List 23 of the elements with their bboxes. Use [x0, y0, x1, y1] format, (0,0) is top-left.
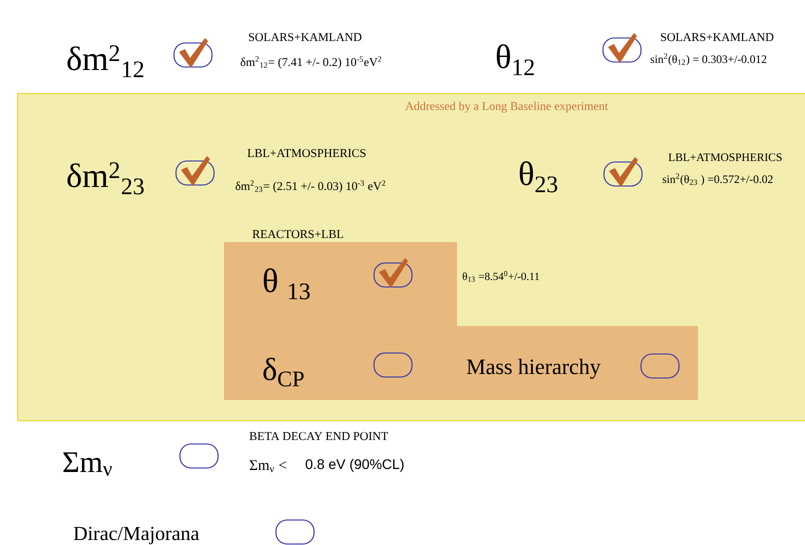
measured-value: δm$^{2}$$_{12}$= (7.41 +/- 0.2) 10$^{-5}$eV$^{2}$ [240, 56, 382, 69]
measurement-source: LBL+ATMOSPHERICS [248, 149, 366, 158]
parameter-symbol: Σm$_{ν}$ [63, 452, 112, 476]
parameter-symbol: δ$_{CP}$ [263, 358, 304, 386]
parameter-symbol: δm$^{2}$12 [68, 45, 144, 78]
parameter-symbol: θ$_{23}$ [520, 161, 558, 192]
measurement-source: LBL+ATMOSPHERICS [668, 153, 782, 162]
measurement-source: SOLARS+KAMLAND [249, 33, 362, 42]
measured-value: δm$^{2}$$_{23}$= (2.51 +/- 0.03) 10$^{-3}$ eV$^{2}$ [236, 180, 386, 193]
measured-value: sin$^{2}$(θ$_{23}$ ) =0.572+/-0.02 [662, 173, 773, 186]
parameter-symbol: θ$_{12}$ [496, 44, 534, 76]
measured-value: Σm$_{ν}$ < [250, 460, 286, 472]
parameter-name: Dirac/Majorana [74, 526, 200, 544]
measurement-source: BETA DECAY END POINT [250, 432, 388, 440]
band-heading: Addressed by a Long Baseline experiment [405, 102, 608, 113]
parameter-name: Mass hierarchy [466, 358, 601, 379]
measured-value: sin$^{2}$(θ$_{12}$) = 0.303+/-0.012 [650, 53, 766, 66]
measured-value: θ$_{13}$ =8.54$^{0}$+/-0.11 [462, 270, 540, 282]
parameter-symbol: δm$^{2}$23 [68, 162, 144, 194]
parameter-symbol: θ $_{13}$ [264, 268, 310, 300]
measured-value: 0.8 eV (90%CL) [306, 458, 404, 472]
measurement-source: SOLARS+KAMLAND [661, 33, 774, 42]
region-heading: REACTORS+LBL [252, 230, 344, 238]
